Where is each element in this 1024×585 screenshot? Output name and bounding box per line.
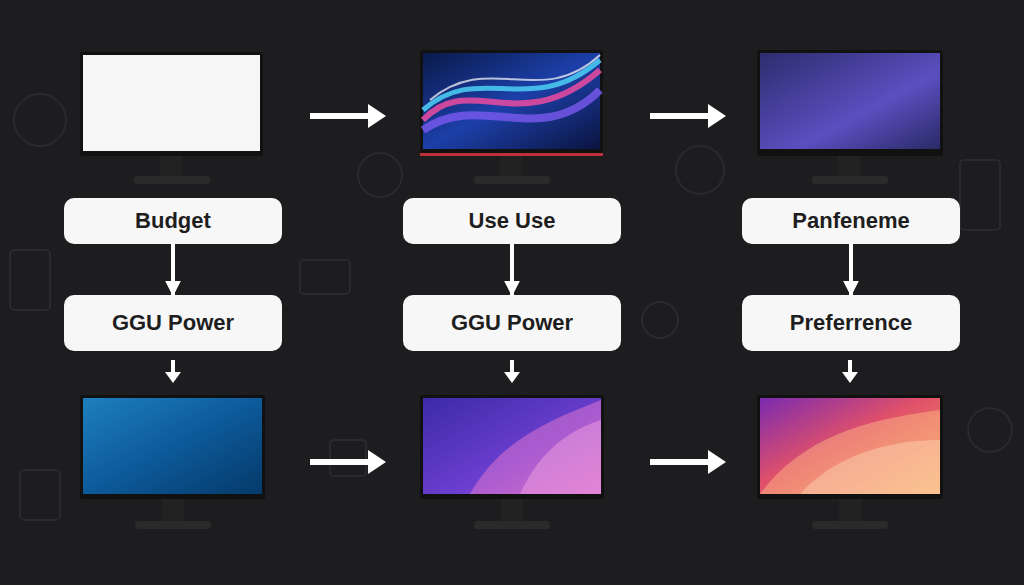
flow-arrow <box>165 360 858 383</box>
monitor <box>757 50 943 184</box>
flow-arrow <box>171 244 175 295</box>
label-box: Use Use <box>403 198 621 244</box>
box-label: Use Use <box>469 208 556 234</box>
label-box: GGU Power <box>64 295 282 351</box>
flow-arrow <box>849 244 853 295</box>
label-box: Preferrence <box>742 295 960 351</box>
monitor <box>420 50 603 184</box>
monitor <box>80 395 265 529</box>
label-box: Budget <box>64 198 282 244</box>
label-box: GGU Power <box>403 295 621 351</box>
label-box: Panfeneme <box>742 198 960 244</box>
box-label: Preferrence <box>790 310 912 336</box>
flow-arrow <box>510 244 514 295</box>
box-label: GGU Power <box>112 310 234 336</box>
box-label: Budget <box>135 208 211 234</box>
monitor <box>420 395 604 529</box>
background-icons <box>10 94 1012 520</box>
flow-arrow <box>310 104 726 474</box>
box-label: GGU Power <box>451 310 573 336</box>
monitor <box>80 52 263 184</box>
monitor <box>757 395 943 529</box>
box-label: Panfeneme <box>792 208 909 234</box>
